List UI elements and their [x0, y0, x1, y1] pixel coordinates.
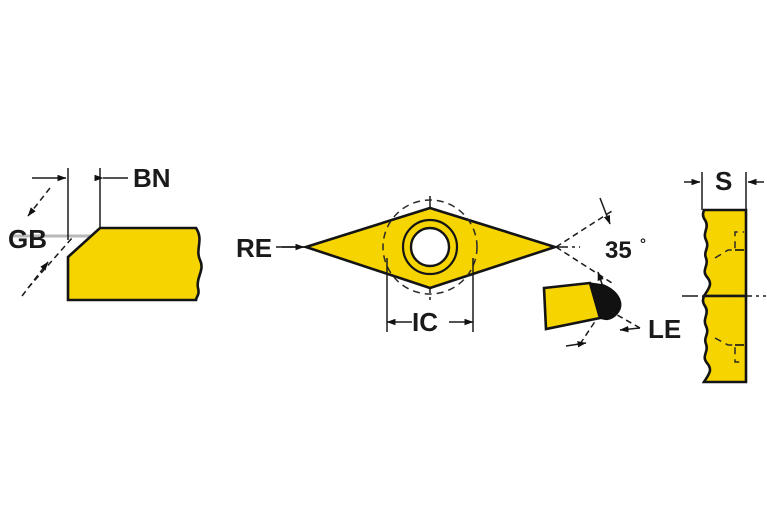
inscribed-circle-dashed: [382, 199, 478, 295]
edge-view-insert-body-top: [701, 208, 748, 298]
corner-detail-cutting-edge: [589, 282, 622, 321]
angle-arrow-upper: [599, 197, 611, 225]
angle-leg-lower: [555, 246, 613, 284]
label-angle-degree-symbol: °: [640, 236, 646, 253]
label-angle-group: 35 °: [605, 236, 646, 264]
label-gb: GB: [8, 224, 47, 254]
label-s: S: [715, 166, 732, 196]
corner-lower-arrow: [565, 341, 587, 348]
label-angle-value: 35: [605, 237, 632, 264]
view-top-plan: [276, 196, 613, 332]
view-edge-thickness: [682, 172, 766, 384]
label-ic: IC: [412, 307, 438, 337]
corner-lower-leader: [579, 319, 597, 345]
angle-leg-upper: [555, 210, 613, 248]
view-side-profile: [10, 168, 203, 302]
view-corner-detail: [542, 281, 641, 348]
label-le: LE: [648, 314, 681, 344]
le-leader-line: [611, 311, 641, 329]
edge-internal-detail-lower: [714, 337, 744, 363]
center-hole-bore: [409, 226, 451, 268]
edge-view-insert-body-bottom: [701, 294, 748, 384]
le-leader-arrow: [619, 325, 641, 333]
label-re: RE: [236, 233, 272, 263]
side-profile-insert-body: [66, 226, 203, 302]
label-bn: BN: [133, 163, 171, 193]
chamfer-slope-guide: [27, 237, 73, 289]
gb-leader-upper: [27, 187, 51, 217]
